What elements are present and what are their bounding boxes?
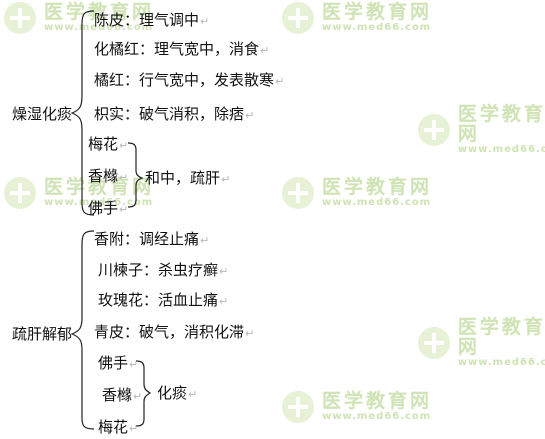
watermark-site-name: 医学教育网 (44, 175, 155, 198)
line-end-mark: ↵ (219, 265, 229, 278)
subgroup-effect: 化痰↵ (157, 383, 197, 405)
watermark-url: www.med66.com (457, 143, 545, 155)
line-end-mark: ↵ (245, 327, 255, 340)
herb-item: 香附：调经止痛↵ (94, 230, 210, 248)
line-end-mark: ↵ (221, 173, 231, 186)
herb-effect: 理气调中 (139, 11, 200, 29)
medical-cross-icon (418, 114, 450, 147)
herb-effect: 调经止痛 (139, 230, 200, 248)
group-2-sub-bracket (135, 360, 152, 427)
line-end-mark: ↵ (129, 422, 139, 435)
herb-name: 青皮 (94, 323, 125, 341)
herb-name: 橘红 (94, 71, 125, 89)
herb-effect: 活血止痛 (158, 291, 219, 309)
watermark-site-name: 医学教育网 (322, 389, 433, 412)
line-end-mark: ↵ (219, 295, 229, 308)
line-end-mark: ↵ (245, 109, 255, 122)
herb-effect: 行气宽中，发表散寒 (139, 71, 275, 89)
herb-name: 化橘红 (94, 40, 140, 58)
subgroup-item: 香橼↵ (102, 385, 142, 407)
line-end-mark: ↵ (129, 358, 139, 371)
herb-name: 川楝子 (98, 261, 144, 279)
medical-cross-icon (282, 2, 314, 34)
line-end-mark: ↵ (188, 388, 198, 401)
herb-name: 香橼 (88, 167, 119, 185)
herb-name: 枳实 (94, 105, 125, 123)
watermark-site-name: 医学教育网 (322, 0, 433, 23)
line-end-mark: ↵ (119, 171, 129, 184)
subgroup-item: 梅花↵ (88, 134, 128, 156)
herb-item: 枳实：破气消积，除痞↵ (94, 105, 255, 123)
line-end-mark: ↵ (119, 203, 129, 216)
watermark-site-name: 医学教育网 (457, 103, 545, 145)
watermark-url: www.med66.com (322, 21, 432, 33)
herb-name: 玫瑰花 (98, 291, 144, 309)
herb-name: 香橼 (102, 386, 133, 404)
herb-name: 梅花 (88, 135, 119, 153)
watermark-site-name: 医学教育网 (457, 316, 545, 358)
watermark: 医学教育网 www.med66.com (282, 2, 432, 34)
herb-item: 陈皮：理气调中↵ (94, 11, 210, 29)
group-1-bracket (70, 10, 95, 216)
watermark-url: www.med66.com (457, 356, 545, 368)
line-end-mark: ↵ (275, 75, 285, 88)
herb-item: 青皮：破气，消积化滞↵ (94, 323, 255, 341)
line-end-mark: ↵ (260, 44, 270, 57)
medical-cross-icon (282, 177, 314, 209)
line-end-mark: ↵ (200, 234, 210, 247)
group-label: 疏肝解郁 (12, 325, 73, 343)
herb-name: 陈皮 (94, 11, 125, 29)
watermark: 医学教育网 www.med66.com (4, 177, 154, 209)
group-1-sub-bracket (127, 142, 144, 208)
subgroup-effect: 和中，疏肝↵ (145, 168, 230, 190)
watermark-url: www.med66.com (44, 196, 154, 208)
herb-name: 佛手 (88, 199, 119, 217)
watermark-site-name: 医学教育网 (322, 175, 433, 198)
subgroup-effect-text: 化痰 (157, 384, 188, 402)
herb-effect: 破气消积，除痞 (139, 105, 245, 123)
watermark: 医学教育网 www.med66.com (282, 391, 432, 423)
herb-item: 化橘红：理气宽中，消食↵ (94, 40, 270, 58)
herb-name: 佛手 (98, 354, 129, 372)
subgroup-effect-text: 和中，疏肝 (145, 169, 221, 187)
medical-cross-icon (418, 327, 450, 360)
herb-effect: 杀虫疗癣 (158, 261, 219, 279)
watermark: 医学教育网 www.med66.com (4, 2, 154, 34)
watermark: 医学教育网 www.med66.com (418, 316, 545, 368)
medical-cross-icon (4, 2, 36, 34)
watermark-url: www.med66.com (44, 21, 154, 33)
watermark-url: www.med66.com (322, 410, 432, 422)
subgroup-item: 香橼↵ (88, 166, 128, 188)
line-end-mark: ↵ (119, 139, 129, 152)
subgroup-item: 佛手↵ (98, 353, 138, 375)
herb-name: 梅花 (98, 418, 129, 436)
line-end-mark: ↵ (133, 390, 143, 403)
subgroup-item: 梅花↵ (98, 417, 138, 439)
subgroup-item: 佛手↵ (88, 198, 128, 220)
herb-item: 橘红：行气宽中，发表散寒↵ (94, 71, 285, 89)
herb-effect: 破气，消积化滞 (139, 323, 245, 341)
line-end-mark: ↵ (200, 15, 210, 28)
herb-effect: 理气宽中，消食 (154, 40, 260, 58)
medical-cross-icon (282, 391, 314, 423)
herb-name: 香附 (94, 230, 125, 248)
watermark-url: www.med66.com (322, 196, 432, 208)
group-2-bracket (70, 230, 95, 430)
watermark: 医学教育网 www.med66.com (418, 103, 545, 155)
herb-item: 川楝子：杀虫疗癣↵ (98, 261, 229, 279)
herb-item: 玫瑰花：活血止痛↵ (98, 291, 229, 309)
watermark-site-name: 医学教育网 (44, 0, 155, 23)
group-label: 燥湿化痰 (12, 105, 73, 123)
medical-cross-icon (4, 177, 36, 209)
watermark: 医学教育网 www.med66.com (282, 177, 432, 209)
